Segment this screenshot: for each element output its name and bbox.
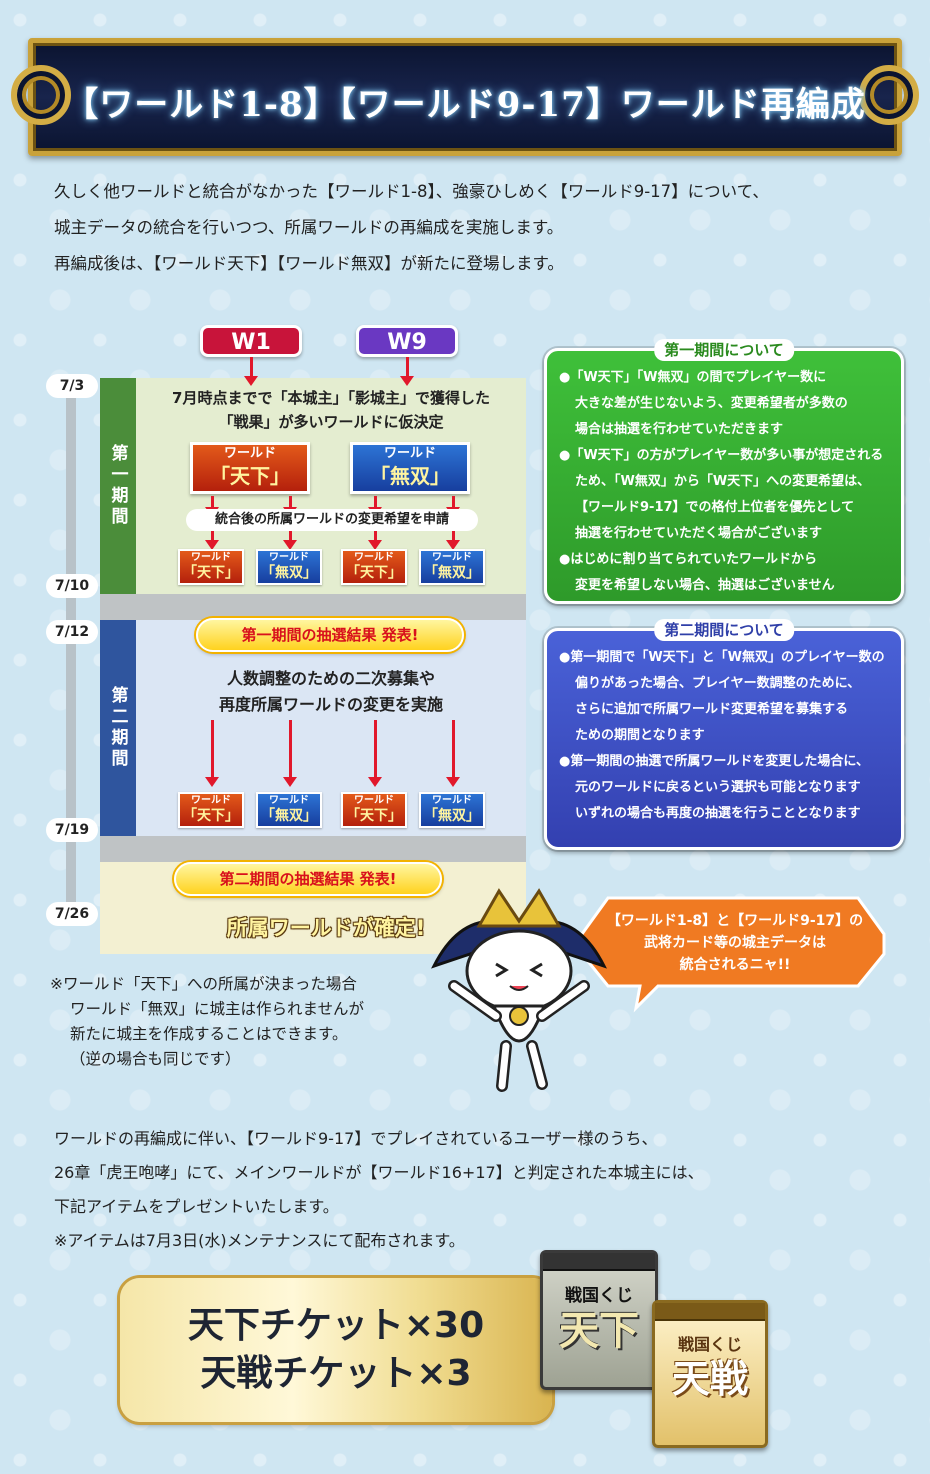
- speech-line-3: 統合されるニャ!!: [679, 957, 791, 973]
- kuji-tenka-icon: 戦国くじ 天下: [540, 1250, 658, 1390]
- intro-line-1: 久しく他ワールドと統合がなかった【ワールド1-8】、強豪ひしめく【ワールド9-1…: [54, 182, 769, 201]
- gift-tenka-ticket: 天下チケット×30: [187, 1305, 485, 1346]
- phase1-label: 第一期間: [100, 378, 136, 594]
- intro-line-3: 再編成後は、【ワールド天下】【ワールド無双】が新たに登場します。: [54, 254, 564, 273]
- phase1-desc-2: 「戦果」が多いワールドに仮決定: [218, 413, 444, 431]
- kuji-tenka-top: 戦国くじ: [565, 1286, 633, 1306]
- info1-title: 第一期間について: [654, 339, 794, 361]
- info1-line: ●はじめに割り当てられていたワールドから: [559, 552, 817, 567]
- arrow-p2-c: [368, 720, 382, 787]
- world-musou-sm-4: ワールド「無双」: [419, 792, 485, 828]
- phase1-result-banner: 第一期間の抽選結果 発表!: [196, 618, 464, 652]
- note-line-3: 新たに城主を作成することはできます。: [70, 1025, 348, 1043]
- arrow-p2-b: [283, 720, 297, 787]
- info2-line: いずれの場合も再度の抽選を行うこととなります: [575, 806, 861, 821]
- world-musou-sm-1: ワールド「無双」: [256, 549, 322, 585]
- info2-title: 第二期間について: [654, 619, 794, 641]
- arrow-p1-b: [283, 496, 297, 517]
- arrow-p1-f: [283, 531, 297, 550]
- speech-text: 【ワールド1-8】と【ワールド9-17】の 武将カード等の城主データは 統合され…: [590, 910, 880, 976]
- phase2-desc-2: 再度所属ワールドの変更を実施: [218, 695, 443, 714]
- arrow-p1-e: [205, 531, 219, 550]
- world-musou-sm-3: ワールド「無双」: [256, 792, 322, 828]
- present-line-4: ※アイテムは7月3日(水)メンテナンスにて配布されます。: [54, 1231, 465, 1250]
- kuji-tensen-icon: 戦国くじ 天戦: [652, 1300, 768, 1448]
- info2-line: さらに追加で所属ワールド変更希望を募集する: [575, 702, 849, 717]
- phase2-desc-1: 人数調整のための二次募集や: [226, 669, 435, 688]
- arrow-p1-h: [446, 531, 460, 550]
- info1-line: ●「W天下」の方がプレイヤー数が多い事が想定される: [559, 448, 884, 463]
- request-label: 統合後の所属ワールドの変更希望を申請: [186, 509, 478, 531]
- arrow-p1-d: [446, 496, 460, 517]
- world-musou-big: ワールド 「無双」: [350, 442, 470, 494]
- phase1-desc-1: 7月時点までで「本城主」「影城主」で獲得した: [172, 389, 490, 407]
- phase2-result-banner: 第二期間の抽選結果 発表!: [174, 862, 442, 896]
- speech-line-2: 武将カード等の城主データは: [644, 935, 826, 951]
- world-musou-sm-2: ワールド「無双」: [419, 549, 485, 585]
- note-line-1: ※ワールド「天下」への所属が決まった場合: [50, 975, 357, 993]
- intro-line-2: 城主データの統合を行いつつ、所属ワールドの再編成を実施します。: [54, 218, 564, 237]
- info1-line: 変更を希望しない場合、抽選はございません: [575, 578, 835, 593]
- kuji-tensen-top: 戦国くじ: [677, 1335, 742, 1354]
- present-line-3: 下記アイテムをプレゼントいたします。: [54, 1197, 339, 1216]
- world-tenka-sm-2: ワールド「天下」: [341, 549, 407, 585]
- present-text: ワールドの再編成に伴い、【ワールド9-17】でプレイされているユーザー様のうち、…: [54, 1122, 704, 1258]
- date-7-10: 7/10: [46, 574, 98, 598]
- world-tenka-big: ワールド 「天下」: [190, 442, 310, 494]
- arrow-p2-d: [446, 720, 460, 787]
- arrow-w9: [400, 357, 414, 386]
- banner-ornament-left: [11, 65, 71, 125]
- title-banner: 【ワールド1-8】【ワールド9-17】ワールド再編成: [11, 38, 919, 156]
- note: ※ワールド「天下」への所属が決まった場合 ワールド「無双」に城主は作られませんが…: [50, 972, 364, 1072]
- world-tenka-sm-1: ワールド「天下」: [178, 549, 244, 585]
- note-line-2: ワールド「無双」に城主は作られませんが: [70, 1000, 365, 1018]
- info1-line: 抽選を行わせていただく場合がございます: [575, 526, 823, 541]
- phase2-desc: 人数調整のための二次募集や 再度所属ワールドの変更を実施: [136, 666, 526, 718]
- present-line-2: 26章「虎王咆哮」にて、メインワールドが【ワールド16+17】と判定された本城主…: [54, 1163, 704, 1182]
- gap-2: [100, 836, 526, 862]
- info2-line: ための期間となります: [575, 728, 705, 743]
- cat-mascot-icon: [431, 888, 607, 1092]
- info2-line: ●第一期間で「W天下」と「W無双」のプレイヤー数の: [559, 650, 885, 665]
- date-7-19: 7/19: [46, 818, 98, 842]
- kuji-tenka-main: 天下: [559, 1307, 639, 1354]
- date-7-26: 7/26: [46, 902, 98, 926]
- present-line-1: ワールドの再編成に伴い、【ワールド9-17】でプレイされているユーザー様のうち、: [54, 1129, 658, 1148]
- w9-badge: W9: [356, 325, 458, 357]
- arrow-p1-a: [205, 496, 219, 517]
- world-tenka-sm-3: ワールド「天下」: [178, 792, 244, 828]
- world-fixed-label: 所属ワールドが確定!: [226, 916, 426, 940]
- phase1-desc: 7月時点までで「本城主」「影城主」で獲得した 「戦果」が多いワールドに仮決定: [136, 386, 526, 434]
- date-7-12: 7/12: [46, 620, 98, 644]
- gap-1: [100, 594, 526, 620]
- kuji-tensen-main: 天戦: [671, 1356, 748, 1401]
- info1-line: ため、「W無双」から「W天下」への変更希望は、: [575, 474, 871, 489]
- info2-line: ●第一期間の抽選で所属ワールドを変更した場合に、: [559, 754, 869, 769]
- arrow-p2-a: [205, 720, 219, 787]
- info2-line: 元のワールドに戻るという選択も可能となります: [575, 780, 861, 795]
- speech-line-1: 【ワールド1-8】と【ワールド9-17】の: [606, 913, 864, 929]
- banner-ornament-right: [859, 65, 919, 125]
- info-box-phase1: 第一期間について ●「W天下」「W無双」の間でプレイヤー数に 大きな差が生じない…: [544, 339, 904, 604]
- note-line-4: （逆の場合も同じです）: [70, 1050, 241, 1068]
- w1-badge: W1: [200, 325, 302, 357]
- info1-line: 【ワールド9-17】での格付上位者を優先として: [575, 500, 855, 515]
- gift-tensen-ticket: 天戦チケット×3: [200, 1353, 472, 1394]
- info1-line: ●「W天下」「W無双」の間でプレイヤー数に: [559, 370, 827, 385]
- arrow-p1-g: [368, 531, 382, 550]
- gift-box: 天下チケット×30 天戦チケット×3: [120, 1278, 552, 1422]
- timeline-rail: [66, 384, 76, 916]
- arrow-p1-c: [368, 496, 382, 517]
- info-box-phase2: 第二期間について ●第一期間で「W天下」と「W無双」のプレイヤー数の 偏りがあっ…: [544, 619, 904, 850]
- info2-line: 偏りがあった場合、プレイヤー数調整のために、: [575, 676, 861, 691]
- info1-line: 大きな差が生じないよう、変更希望者が多数の: [575, 396, 848, 411]
- phase2-label: 第二期間: [100, 620, 136, 836]
- arrow-w1: [244, 357, 258, 386]
- info1-line: 場合は抽選を行わせていただきます: [575, 422, 784, 437]
- world-tenka-sm-4: ワールド「天下」: [341, 792, 407, 828]
- page-title: 【ワールド1-8】【ワールド9-17】ワールド再編成: [64, 85, 866, 125]
- date-7-3: 7/3: [46, 374, 98, 398]
